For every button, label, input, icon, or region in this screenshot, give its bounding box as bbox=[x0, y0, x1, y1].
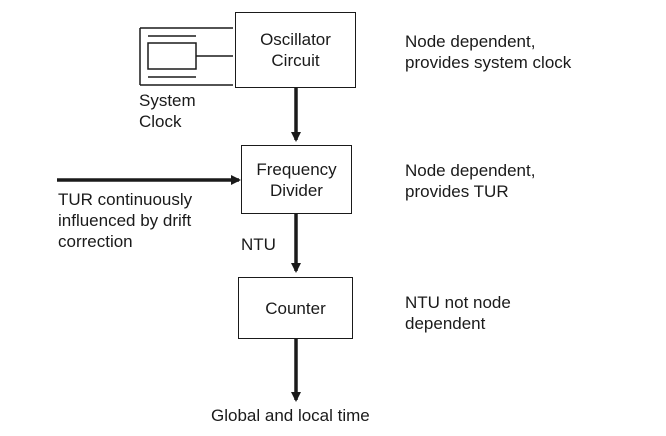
oscillator-note: Node dependent, provides system clock bbox=[405, 31, 571, 73]
system-clock-line-2: Clock bbox=[139, 112, 182, 131]
tur-input-line-3: correction bbox=[58, 232, 133, 251]
divider-box-line-1: Frequency bbox=[256, 159, 337, 179]
divider-note: Node dependent, provides TUR bbox=[405, 160, 535, 202]
global-local-time-label: Global and local time bbox=[211, 406, 370, 425]
oscillator-note-line-1: Node dependent, bbox=[405, 32, 536, 51]
oscillator-note-line-2: provides system clock bbox=[405, 53, 572, 72]
counter-note-line-2: dependent bbox=[405, 314, 486, 333]
counter-box: Counter bbox=[238, 277, 353, 339]
divider-note-line-1: Node dependent, bbox=[405, 161, 536, 180]
system-clock-line-1: System bbox=[139, 91, 196, 110]
counter-note: NTU not node dependent bbox=[405, 292, 511, 334]
oscillator-box-line-2: Circuit bbox=[271, 51, 320, 70]
divider-note-line-2: provides TUR bbox=[405, 182, 509, 201]
counter-note-line-1: NTU not node bbox=[405, 293, 511, 312]
tur-input-line-2: influenced by drift bbox=[58, 211, 192, 230]
tur-input-label: TUR continuously influenced by drift cor… bbox=[58, 189, 192, 252]
frequency-divider-box: Frequency Divider bbox=[241, 145, 352, 214]
oscillator-box-line-1: Oscillator bbox=[260, 30, 331, 49]
ntu-label: NTU bbox=[241, 235, 276, 254]
counter-box-label: Counter bbox=[265, 298, 326, 318]
oscillator-circuit-box: Oscillator Circuit bbox=[235, 12, 356, 88]
system-clock-label: System Clock bbox=[139, 90, 196, 132]
tur-input-line-1: TUR continuously bbox=[58, 190, 193, 209]
crystal-oscillator-icon bbox=[139, 27, 233, 86]
divider-box-line-2: Divider bbox=[270, 180, 323, 200]
